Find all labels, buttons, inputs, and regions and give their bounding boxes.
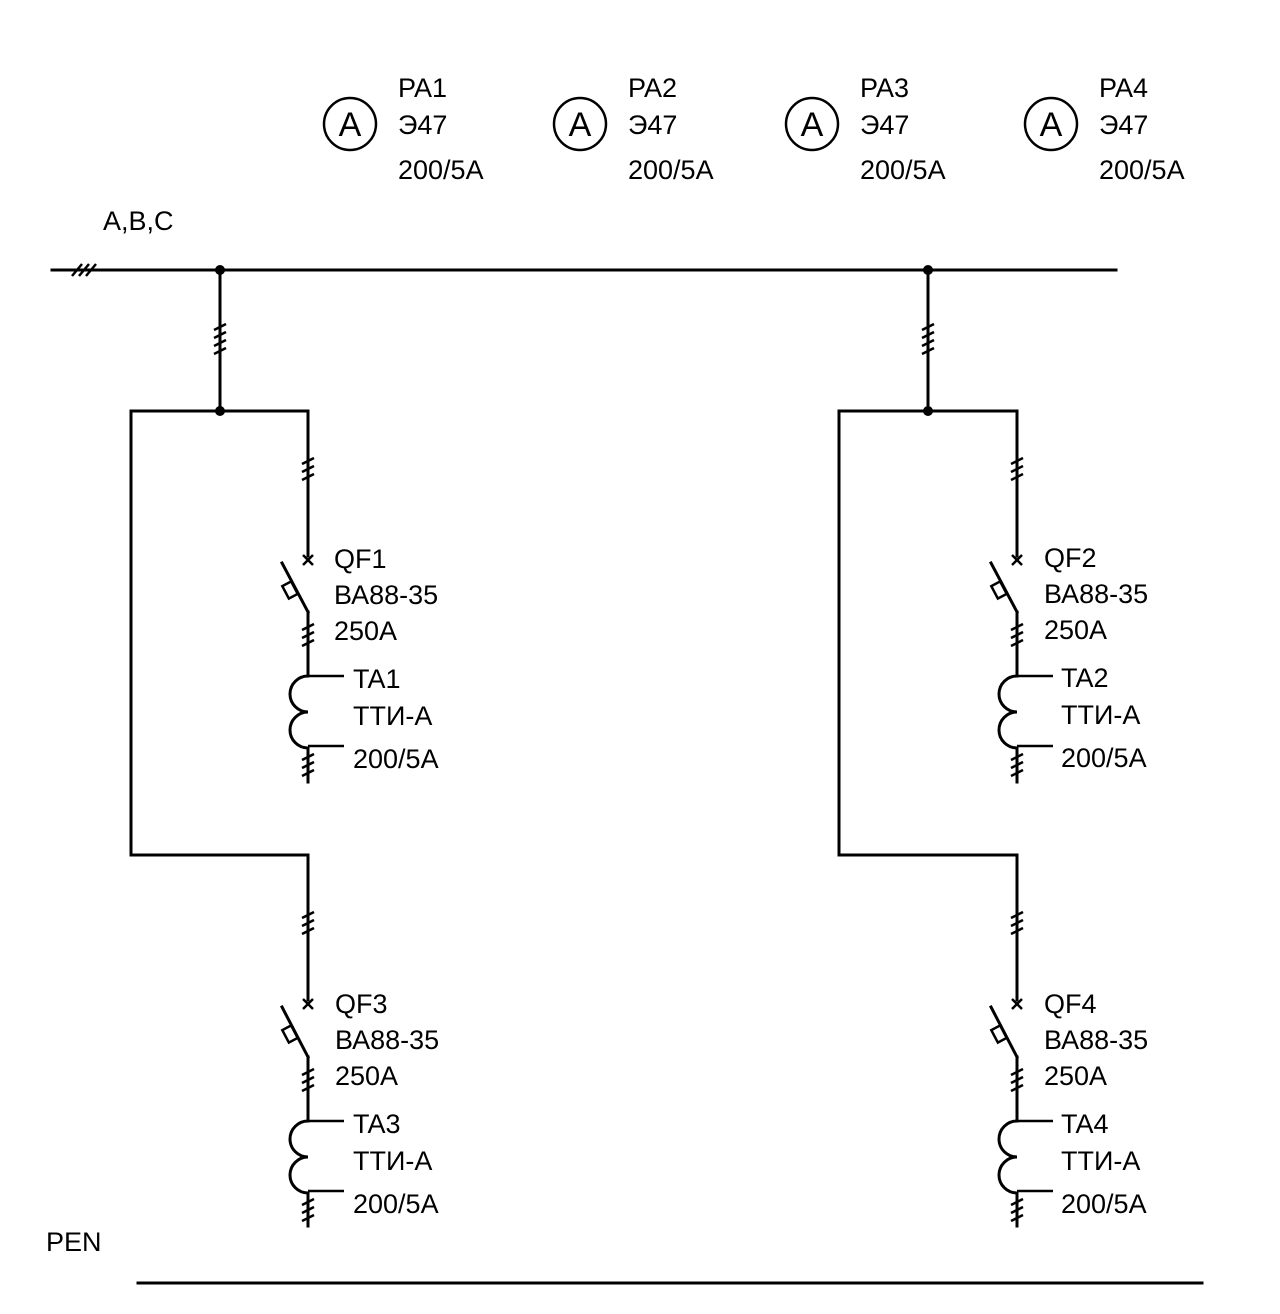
phase-ticks <box>301 910 315 936</box>
phase-ticks <box>1010 752 1024 778</box>
breaker-qf1-rating: 250А <box>334 616 397 646</box>
ammeter-pa2-id: PA2 <box>628 73 677 103</box>
ct-ta2-symbol <box>997 674 1053 784</box>
phase-ticks <box>1010 910 1024 936</box>
breaker-qf1-symbol <box>279 554 314 678</box>
breaker-qf4-id: QF4 <box>1044 989 1097 1019</box>
breaker-qf4-model: ВА88-35 <box>1044 1025 1148 1055</box>
ct-ta2-id: TA2 <box>1061 663 1109 693</box>
breaker-qf1-model: ВА88-35 <box>334 580 438 610</box>
bus-label: A,B,C <box>103 206 174 236</box>
ammeter-pa3-letter: A <box>801 106 824 144</box>
ct-ta2-rating: 200/5А <box>1061 743 1147 773</box>
busbar-phase-ticks <box>71 263 97 277</box>
breaker-qf3-symbol <box>279 998 314 1123</box>
breaker-qf3-model: ВА88-35 <box>335 1025 439 1055</box>
ammeter-pa2-letter: A <box>569 106 592 144</box>
ct-ta2-model: ТТИ-А <box>1061 700 1140 730</box>
ammeter-pa4-symbol <box>1023 96 1079 152</box>
breaker-qf4-rating: 250А <box>1044 1061 1107 1091</box>
phase-ticks <box>921 322 935 356</box>
ammeter-pa2-model: Э47 <box>628 110 677 140</box>
ammeter-pa1-symbol <box>322 96 378 152</box>
ammeter-pa3-symbol <box>784 96 840 152</box>
ct-ta3-id: TA3 <box>353 1109 401 1139</box>
ammeter-pa2: A PA2 Э47 200/5A <box>552 73 714 185</box>
breaker-qf2-symbol <box>988 554 1023 678</box>
phase-ticks <box>1010 622 1024 648</box>
breaker-qf1-id: QF1 <box>334 544 387 574</box>
breaker-qf2-rating: 250А <box>1044 615 1107 645</box>
ammeter-pa2-symbol <box>552 96 608 152</box>
ammeter-pa3-model: Э47 <box>860 110 909 140</box>
ct-ta4-symbol <box>997 1119 1053 1228</box>
breaker-qf3-id: QF3 <box>335 989 388 1019</box>
phase-ticks <box>301 752 315 778</box>
ct-ta1-symbol <box>288 674 344 784</box>
pen-label: PEN <box>46 1227 102 1257</box>
phase-ticks <box>301 1197 315 1223</box>
phase-ticks <box>1010 1197 1024 1223</box>
ct-ta3-rating: 200/5А <box>353 1189 439 1219</box>
phase-ticks <box>213 322 227 356</box>
ammeter-pa1-id: PA1 <box>398 73 447 103</box>
left-tap <box>129 265 310 857</box>
ammeter-pa1-rating: 200/5A <box>398 155 484 185</box>
ct-ta4-model: ТТИ-А <box>1061 1146 1140 1176</box>
ammeter-pa3: A PA3 Э47 200/5A <box>784 73 946 185</box>
ammeter-pa1-letter: A <box>339 106 362 144</box>
phase-ticks <box>301 1067 315 1093</box>
feeder-1: QF1 ВА88-35 250А TA1 ТТИ-А 200/5А <box>279 409 439 784</box>
ammeter-pa4-rating: 200/5A <box>1099 155 1185 185</box>
feeder-2: QF2 ВА88-35 250А TA2 ТТИ-А 200/5А <box>988 409 1148 784</box>
ct-ta1-id: TA1 <box>353 664 401 694</box>
phase-ticks <box>301 456 315 482</box>
ammeter-pa3-rating: 200/5A <box>860 155 946 185</box>
ammeter-pa3-id: PA3 <box>860 73 909 103</box>
breaker-qf4-symbol <box>988 998 1023 1123</box>
ct-ta4-rating: 200/5А <box>1061 1189 1147 1219</box>
feeder-4: QF4 ВА88-35 250А TA4 ТТИ-А 200/5А <box>988 853 1148 1228</box>
ammeter-pa1-model: Э47 <box>398 110 447 140</box>
breaker-qf3-rating: 250А <box>335 1061 398 1091</box>
ammeter-pa4: A PA4 Э47 200/5A <box>1023 73 1185 185</box>
right-tap <box>837 265 1019 857</box>
ct-ta1-rating: 200/5А <box>353 744 439 774</box>
ct-ta3-model: ТТИ-А <box>353 1146 432 1176</box>
breaker-qf2-id: QF2 <box>1044 543 1097 573</box>
ammeter-pa4-letter: A <box>1040 106 1063 144</box>
phase-ticks <box>1010 456 1024 482</box>
ct-ta4-id: TA4 <box>1061 1109 1109 1139</box>
feeder-3: QF3 ВА88-35 250А TA3 ТТИ-А 200/5А <box>279 853 439 1228</box>
ammeter-pa4-id: PA4 <box>1099 73 1148 103</box>
ammeter-pa4-model: Э47 <box>1099 110 1148 140</box>
ammeter-pa2-rating: 200/5A <box>628 155 714 185</box>
ct-ta1-model: ТТИ-А <box>353 701 432 731</box>
breaker-qf2-model: ВА88-35 <box>1044 579 1148 609</box>
ammeter-pa1: A PA1 Э47 200/5A <box>322 73 484 185</box>
phase-ticks <box>301 622 315 648</box>
ct-ta3-symbol <box>288 1119 344 1228</box>
phase-ticks <box>1010 1067 1024 1093</box>
